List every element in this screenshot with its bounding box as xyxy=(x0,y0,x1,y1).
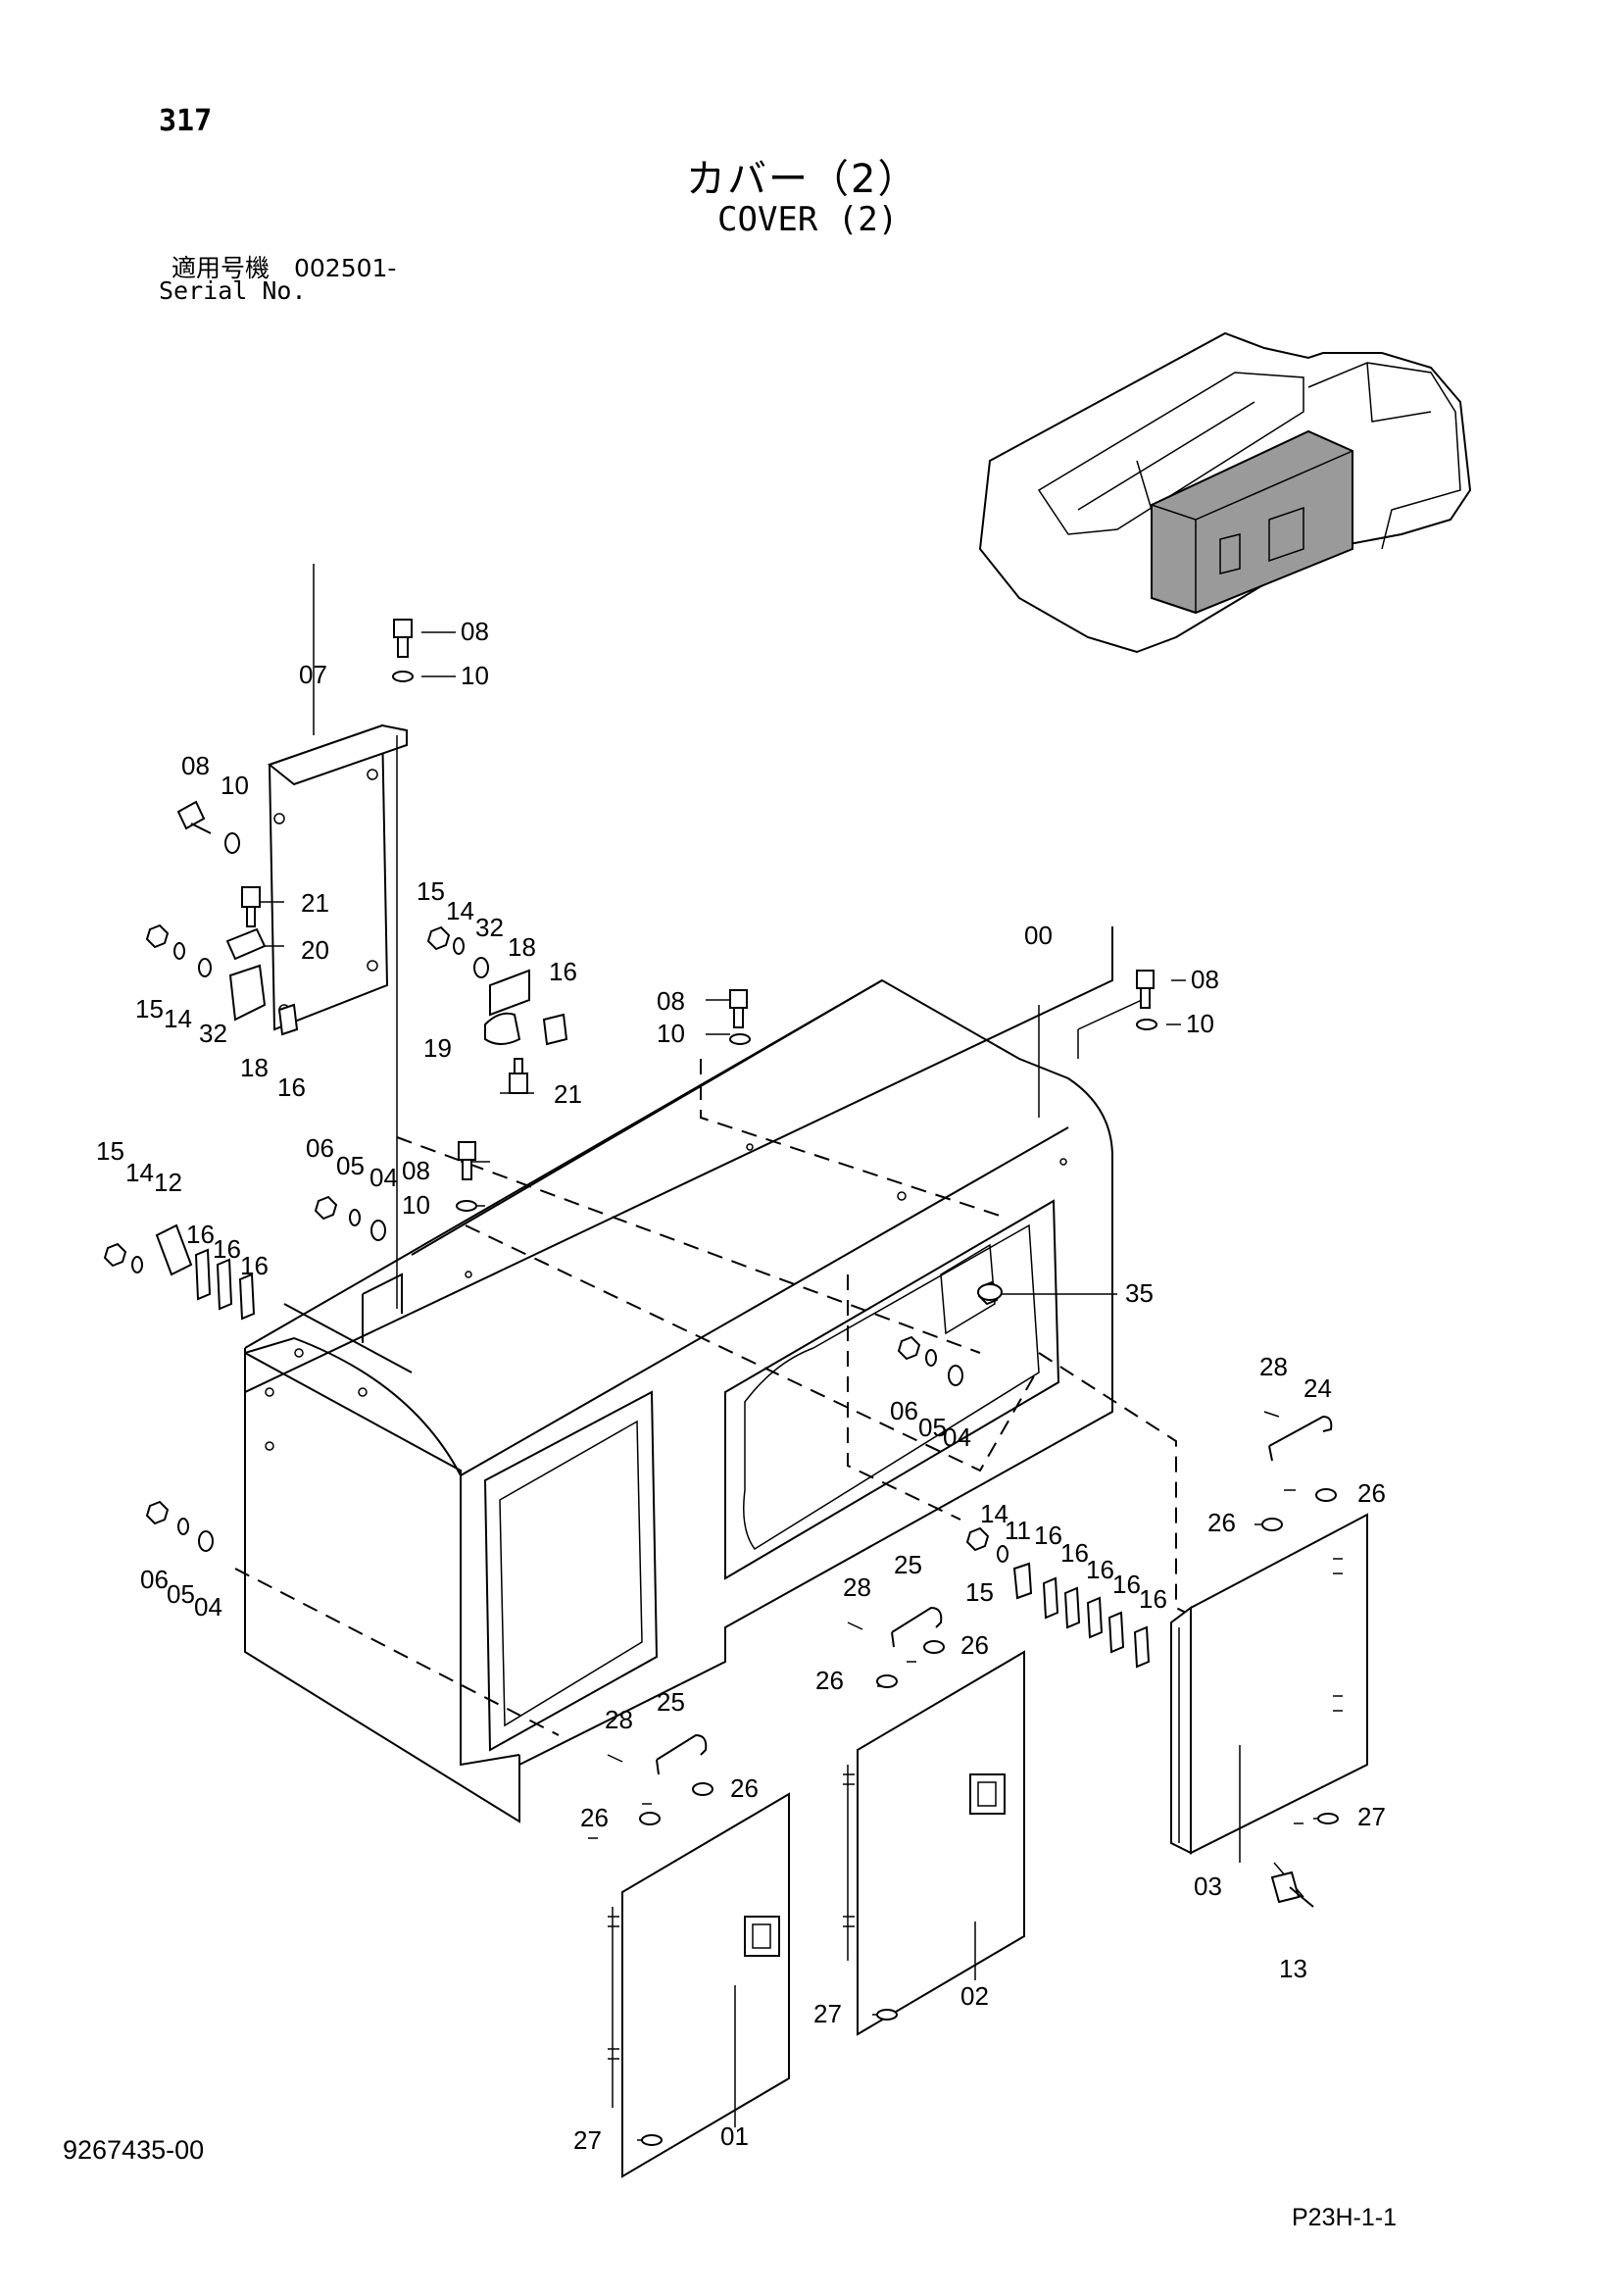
callout-15: 15 xyxy=(965,1577,994,1607)
callout-12: 12 xyxy=(154,1168,182,1197)
callout-15: 15 xyxy=(96,1136,124,1166)
hardware-parts xyxy=(103,619,1339,2146)
callout-21: 21 xyxy=(301,888,329,918)
callout-26: 26 xyxy=(815,1666,844,1695)
callout-08: 08 xyxy=(1191,965,1219,994)
callout-19: 19 xyxy=(423,1033,452,1063)
callout-26: 26 xyxy=(1357,1478,1386,1508)
callout-26: 26 xyxy=(580,1803,609,1832)
callout-16: 16 xyxy=(1139,1584,1167,1614)
callout-06: 06 xyxy=(306,1133,334,1163)
callout-03: 03 xyxy=(1194,1872,1222,1901)
callout-20: 20 xyxy=(301,935,329,965)
callout-28: 28 xyxy=(605,1705,633,1734)
page-number: 317 xyxy=(159,104,213,138)
callout-24: 24 xyxy=(1303,1373,1332,1403)
callout-25: 25 xyxy=(894,1550,922,1579)
callout-10: 10 xyxy=(461,661,489,690)
cover-assembly-00 xyxy=(234,926,1314,1823)
callout-11: 11 xyxy=(1005,1516,1031,1545)
plate-07 xyxy=(267,724,408,1309)
callout-26: 26 xyxy=(960,1630,989,1660)
document-number: 9267435-00 xyxy=(63,2135,205,2165)
callout-16: 16 xyxy=(213,1234,241,1264)
callout-35: 35 xyxy=(1125,1278,1154,1308)
callout-14: 14 xyxy=(446,896,474,925)
callout-01: 01 xyxy=(720,2121,749,2151)
callout-27: 27 xyxy=(813,1999,842,2028)
serial-label-japanese: 適用号機 002501- xyxy=(172,254,397,282)
callout-27: 27 xyxy=(1357,1802,1386,1831)
callout-32: 32 xyxy=(199,1019,227,1048)
serial-label-english: Serial No. xyxy=(159,276,307,305)
page-title-japanese: カバー（2） xyxy=(686,157,919,202)
callout-16: 16 xyxy=(549,957,577,986)
callout-07: 07 xyxy=(299,660,327,689)
callout-14: 14 xyxy=(980,1499,1008,1528)
callout-10: 10 xyxy=(221,771,249,800)
callout-28: 28 xyxy=(1259,1352,1288,1381)
callout-10: 10 xyxy=(1186,1009,1214,1038)
callout-14: 14 xyxy=(164,1004,192,1033)
callout-16: 16 xyxy=(277,1073,306,1102)
callout-06: 06 xyxy=(890,1396,918,1425)
callout-26: 26 xyxy=(1207,1508,1236,1537)
callout-16: 16 xyxy=(186,1220,215,1249)
callout-28: 28 xyxy=(843,1572,871,1602)
callout-02: 02 xyxy=(960,1981,989,2011)
callout-08: 08 xyxy=(181,751,210,780)
callout-32: 32 xyxy=(475,913,504,942)
callout-26: 26 xyxy=(730,1773,759,1803)
callout-04: 04 xyxy=(194,1592,222,1622)
callout-13: 13 xyxy=(1279,1954,1307,1983)
callout-10: 10 xyxy=(657,1019,685,1048)
page-code: P23H-1-1 xyxy=(1292,2204,1397,2231)
machine-locator-inset xyxy=(978,331,1472,654)
callout-labels: 00 01 02 03 04 04 04 05 05 05 06 06 06 0… xyxy=(96,617,1386,2155)
callout-05: 05 xyxy=(167,1579,195,1609)
callout-16: 16 xyxy=(1112,1570,1141,1599)
callout-15: 15 xyxy=(417,876,445,906)
callout-04: 04 xyxy=(943,1423,971,1452)
callout-18: 18 xyxy=(240,1053,269,1082)
callout-18: 18 xyxy=(508,932,536,962)
callout-08: 08 xyxy=(402,1156,430,1185)
callout-00: 00 xyxy=(1024,921,1053,950)
callout-10: 10 xyxy=(402,1190,430,1220)
callout-04: 04 xyxy=(369,1163,398,1192)
callout-15: 15 xyxy=(135,994,164,1023)
door-03 xyxy=(1170,1513,1368,1855)
callout-16: 16 xyxy=(240,1251,269,1280)
callout-25: 25 xyxy=(657,1687,685,1717)
page-title-english: COVER (2) xyxy=(717,200,899,239)
callout-16: 16 xyxy=(1086,1555,1114,1584)
door-01 xyxy=(608,1792,790,2178)
callout-14: 14 xyxy=(125,1158,154,1187)
door-02 xyxy=(843,1650,1025,2036)
callout-06: 06 xyxy=(140,1565,169,1594)
callout-08: 08 xyxy=(657,986,685,1016)
callout-16: 16 xyxy=(1034,1521,1062,1550)
callout-05: 05 xyxy=(336,1151,365,1180)
callout-08: 08 xyxy=(461,617,489,646)
callout-27: 27 xyxy=(573,2125,602,2155)
callout-05: 05 xyxy=(918,1413,947,1442)
callout-16: 16 xyxy=(1060,1538,1089,1568)
callout-21: 21 xyxy=(554,1079,582,1109)
